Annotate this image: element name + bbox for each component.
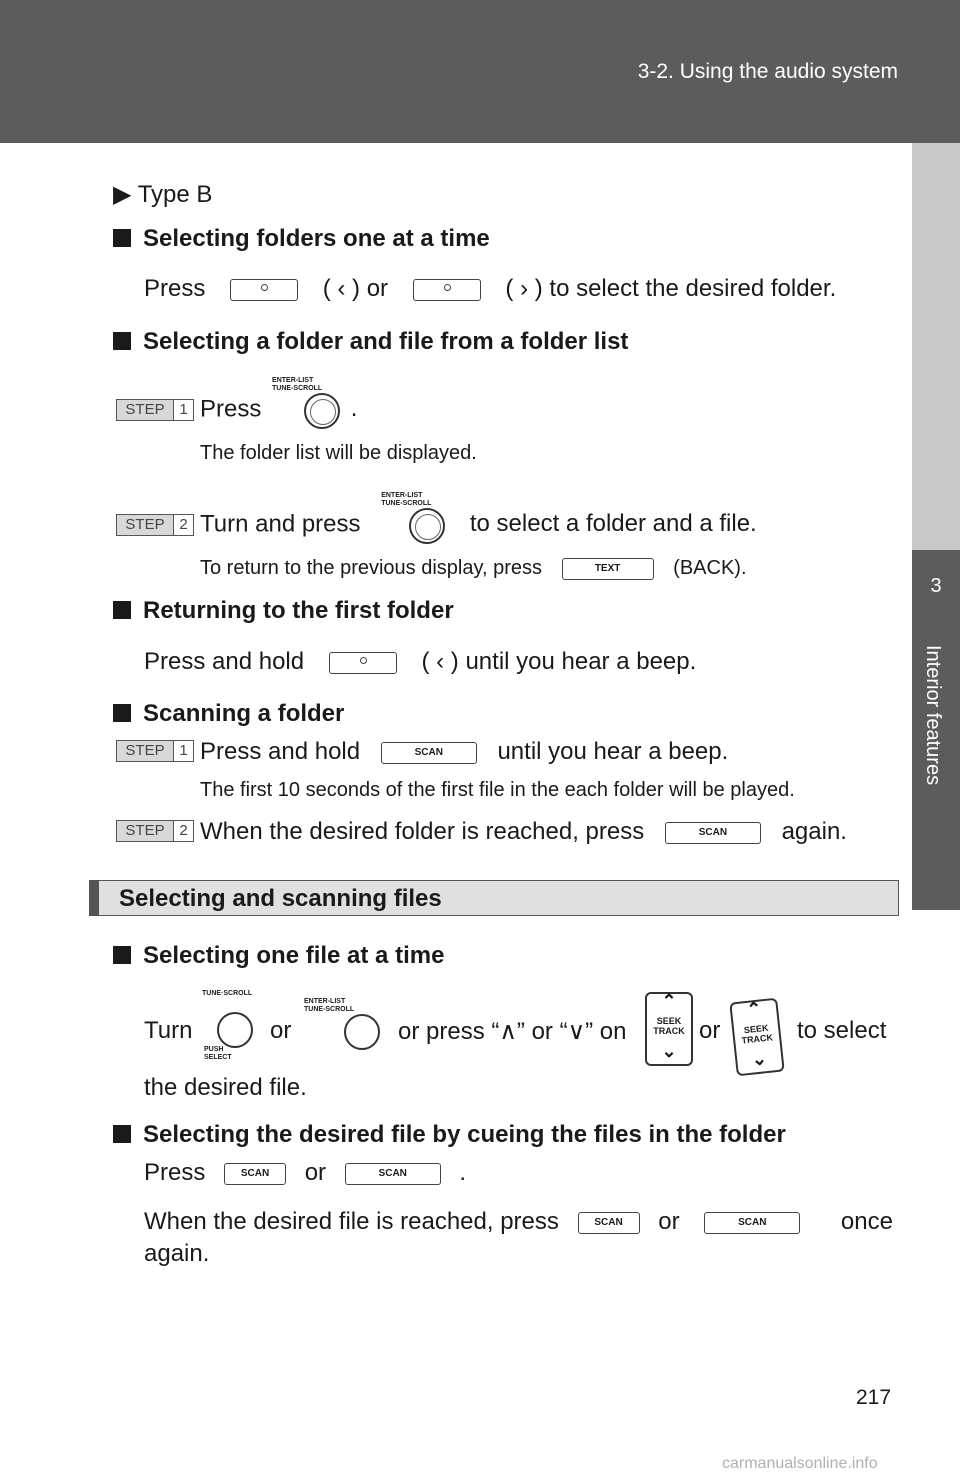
heading-one-file: Selecting one file at a time	[113, 942, 444, 970]
knob-icon	[409, 508, 446, 544]
heading-folder-list: Selecting a folder and file from a folde…	[113, 328, 628, 356]
square-bullet-icon	[113, 1125, 131, 1143]
square-bullet-icon	[113, 704, 131, 722]
chapter-number: 3	[930, 575, 942, 597]
scanning-note: The first 10 seconds of the first file i…	[200, 779, 795, 801]
square-bullet-icon	[113, 229, 131, 247]
folder-down-button	[230, 278, 299, 301]
chevron-down-icon: ⌄	[661, 1041, 677, 1061]
square-bullet-icon	[113, 332, 131, 350]
one-file-text4: the desired file.	[144, 1074, 307, 1101]
knob-icon	[304, 393, 341, 429]
chapter-title: Interior features	[922, 645, 944, 786]
one-file-or2: or	[699, 1017, 721, 1044]
cueing-text3: again.	[144, 1240, 210, 1267]
cueing-text1: Press SCAN or SCAN .	[144, 1159, 467, 1186]
heading-scanning-folder: Scanning a folder	[113, 700, 344, 728]
knob-icon	[217, 1012, 253, 1048]
chevron-up-icon: ⌃	[745, 998, 763, 1020]
chevron-down-icon: ⌄	[750, 1048, 768, 1070]
chevron-right-icon: ›	[520, 275, 529, 302]
side-tab-dark	[912, 550, 960, 910]
first-folder-text: Press and hold ( ‹ ) until you hear a be…	[144, 648, 697, 675]
one-file-text3: to select	[797, 1017, 887, 1044]
text-button: TEXT	[561, 557, 654, 580]
chevron-up-icon: ⌃	[661, 991, 677, 1011]
one-file-text: Turn	[144, 1017, 193, 1044]
knob-icon	[344, 1014, 380, 1050]
folder-down-button	[328, 651, 397, 674]
scanning-step2-text: When the desired folder is reached, pres…	[200, 818, 847, 845]
scan-button: SCAN	[224, 1162, 287, 1185]
scan-button: SCAN	[664, 821, 761, 844]
heading-first-folder: Returning to the first folder	[113, 597, 454, 625]
scan-button: SCAN	[344, 1162, 441, 1185]
side-tab-light	[912, 143, 960, 550]
folder-list-note2: To return to the previous display, press…	[200, 557, 747, 580]
chevron-left-icon: ‹	[337, 275, 346, 302]
one-file-or1: or	[270, 1017, 292, 1044]
heading-cueing: Selecting the desired file by cueing the…	[113, 1121, 786, 1149]
triangle-bullet-icon: ▶	[113, 181, 132, 208]
square-bullet-icon	[113, 601, 131, 619]
square-bullet-icon	[113, 946, 131, 964]
tune-knob: TUNE·SCROLL PUSH SELECT	[202, 990, 253, 1061]
type-label: ▶ Type B	[113, 181, 213, 208]
chevron-left-icon: ‹	[436, 648, 445, 675]
scanning-step1-text: Press and hold SCAN until you hear a bee…	[200, 738, 729, 765]
section-title: 3-2. Using the audio system	[637, 60, 898, 83]
folders-one-text: Press ( ‹ ) or ( › ) to select the desir…	[144, 275, 837, 302]
page-header: 3-2. Using the audio system	[0, 0, 960, 143]
one-file-text2: or press “∧” or “∨” on	[398, 1018, 627, 1045]
scan-button: SCAN	[380, 741, 477, 764]
watermark: carmanualsonline.info	[722, 1455, 878, 1472]
cueing-text2: When the desired file is reached, press …	[144, 1208, 893, 1235]
folder-up-button	[412, 278, 481, 301]
page-number: 217	[856, 1386, 892, 1409]
scan-button: SCAN	[704, 1211, 801, 1234]
section-bar: Selecting and scanning files	[89, 880, 899, 916]
heading-folders-one: Selecting folders one at a time	[113, 225, 490, 253]
folder-list-note1: The folder list will be displayed.	[200, 442, 477, 464]
scan-button: SCAN	[577, 1211, 640, 1234]
